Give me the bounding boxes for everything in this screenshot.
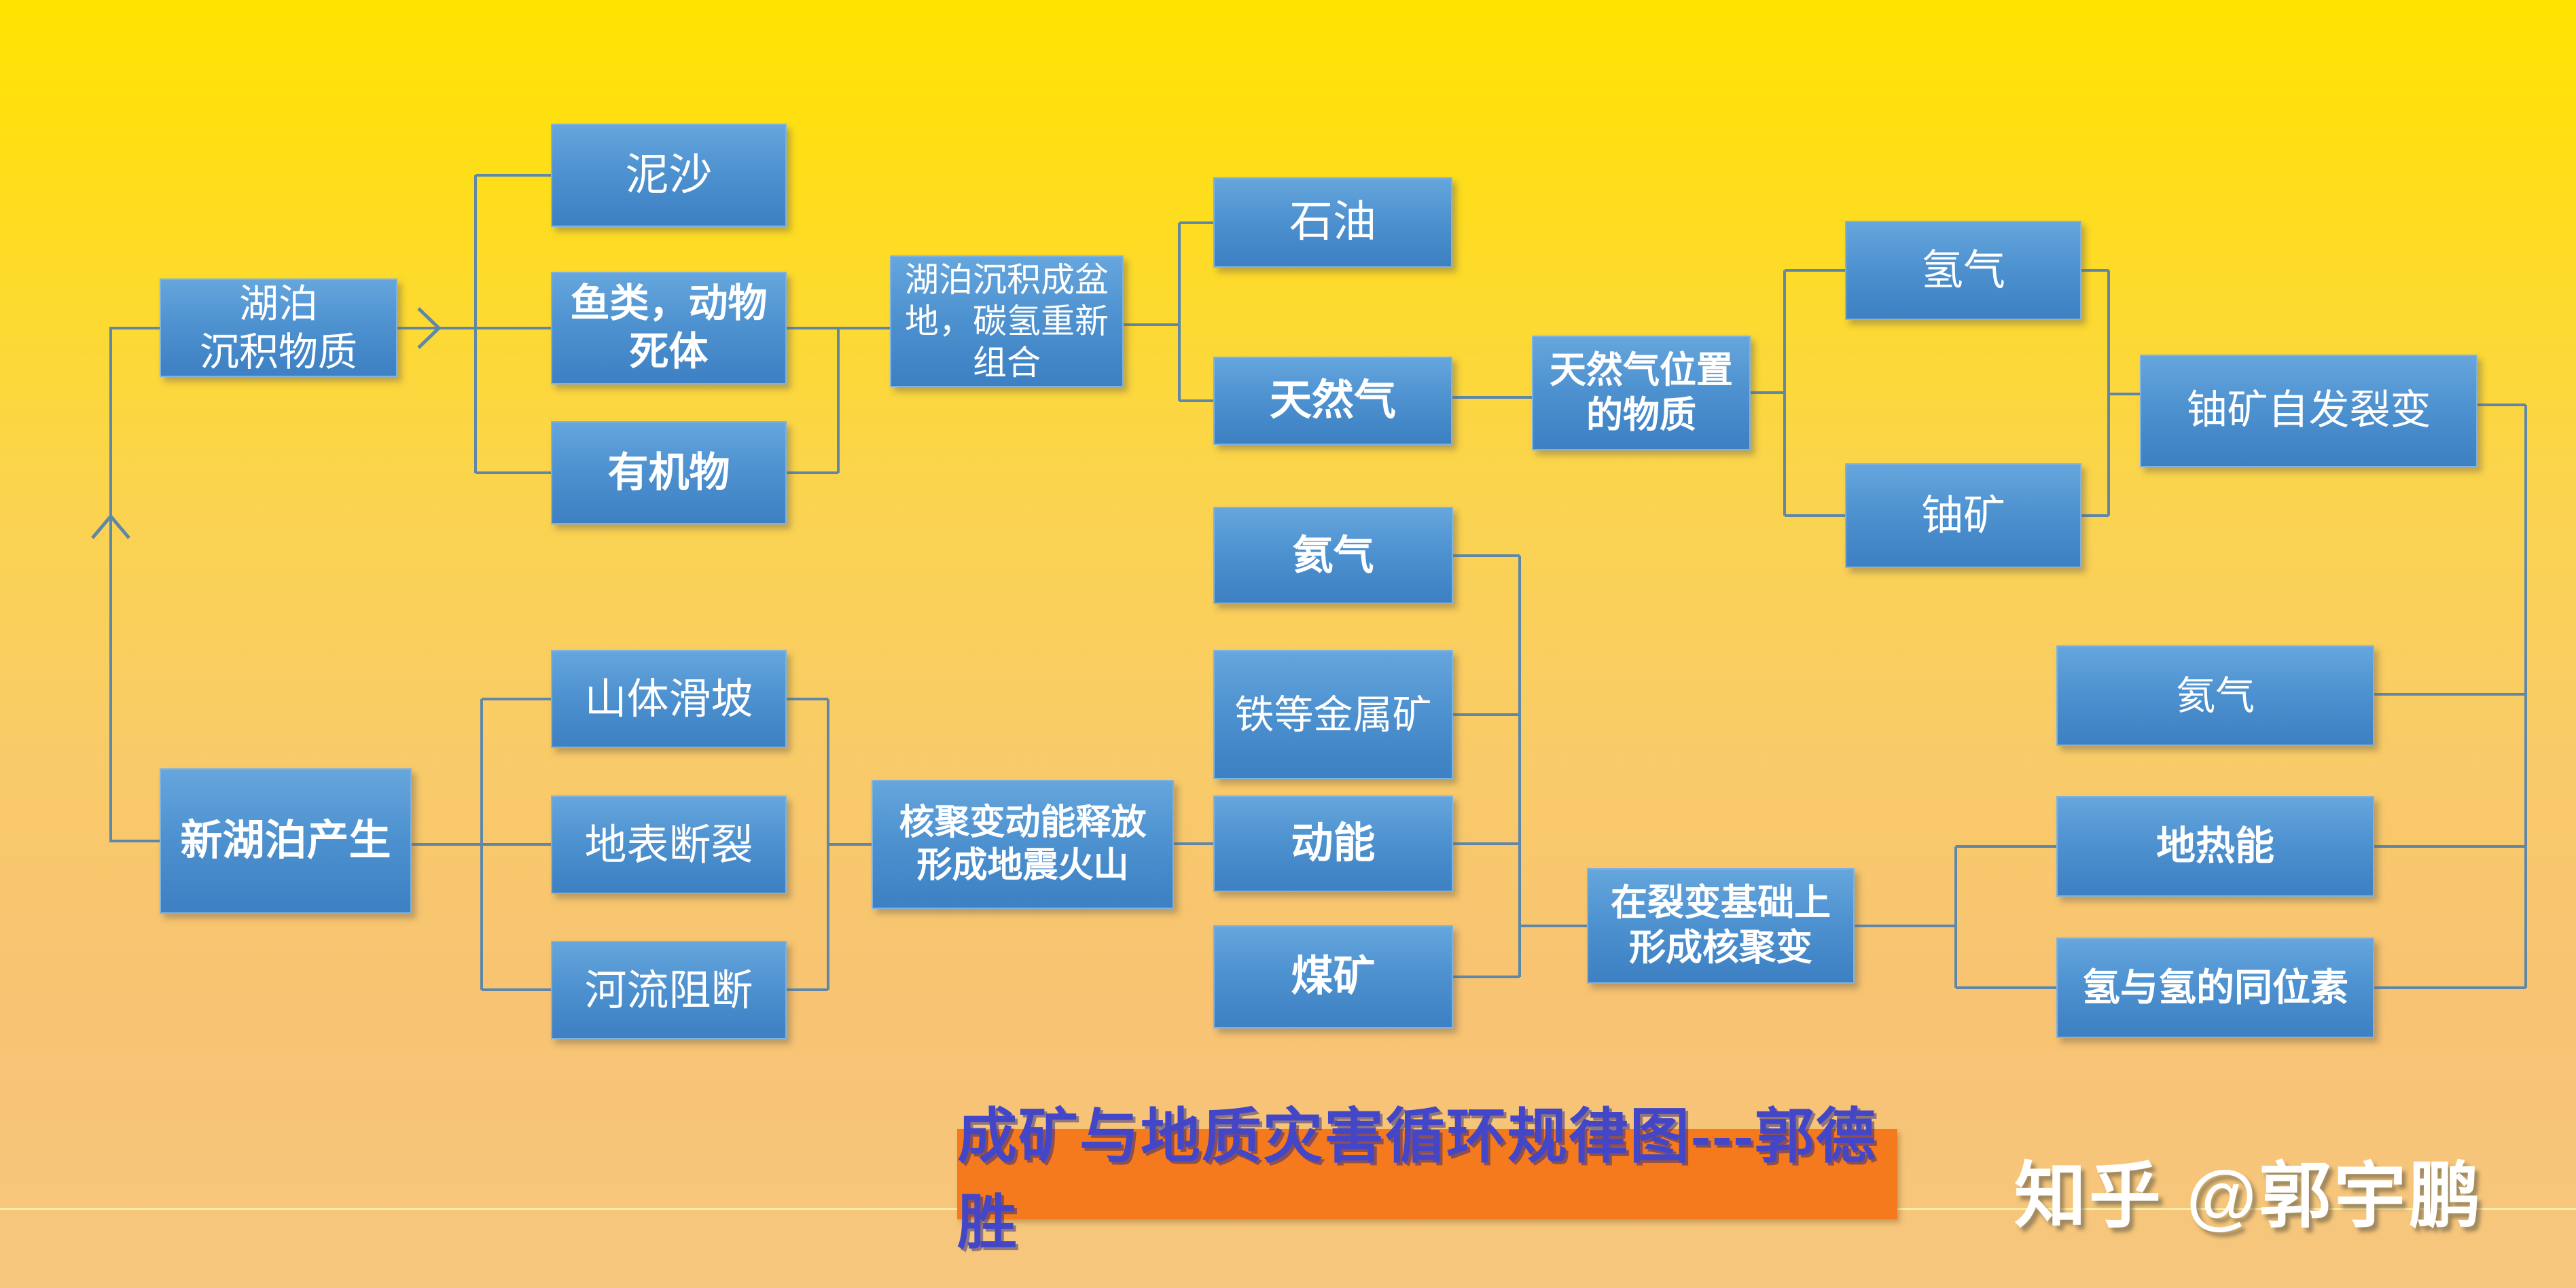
connector-basin-to-oil-gas <box>1124 221 1213 402</box>
connector-fusionbasis-to-right-group <box>1855 845 2056 989</box>
node-helium-right: 氦气 <box>2056 645 2374 746</box>
node-oil: 石油 <box>1213 177 1452 268</box>
node-new-lake: 新湖泊产生 <box>160 768 412 914</box>
connector-gaslocation-to-hydrogen-uranium <box>1751 269 1845 517</box>
connector-hydrogen-uranium-to-fission <box>2081 269 2140 517</box>
node-fish-dead: 鱼类，动物 死体 <box>551 272 787 384</box>
node-basin: 湖泊沉积成盆 地，碳氢重新 组合 <box>890 255 1124 387</box>
connector-newlake-to-lakesediment-loop <box>109 327 160 842</box>
node-kinetic: 动能 <box>1213 795 1453 892</box>
up-arrow-icon <box>91 514 130 539</box>
right-arrow-icon <box>417 307 442 349</box>
node-lake-sediment: 湖泊 沉积物质 <box>160 279 397 377</box>
zhihu-watermark: 知乎 @郭宇鹏 <box>2014 1156 2484 1236</box>
node-natural-gas: 天然气 <box>1213 357 1452 445</box>
node-iron-ore: 铁等金属矿 <box>1213 650 1453 779</box>
node-river-block: 河流阻断 <box>551 941 787 1039</box>
connector-products-group-to-fusionbasis <box>1452 554 1587 978</box>
connector-newlake-to-disaster-group <box>412 698 551 991</box>
diagram-title: 成矿与地质灾害循环规律图---郭德胜 <box>957 1102 1877 1256</box>
node-gas-location: 天然气位置 的物质 <box>1532 336 1751 450</box>
node-surface-rupture: 地表断裂 <box>551 795 787 894</box>
node-organic: 有机物 <box>551 421 787 524</box>
node-helium-left: 氦气 <box>1213 507 1453 604</box>
connector-disaster-group-to-fusionrelease <box>787 698 872 991</box>
title-bar: 成矿与地质灾害循环规律图---郭德胜 <box>957 1103 1897 1256</box>
node-uranium: 铀矿 <box>1845 463 2081 568</box>
node-silt: 泥沙 <box>551 124 787 227</box>
connector-sediment-group-to-basin <box>787 327 890 474</box>
node-hydrogen-top: 氢气 <box>1845 221 2081 320</box>
node-coal: 煤矿 <box>1213 925 1453 1028</box>
node-fusion-release: 核聚变动能释放 形成地震火山 <box>872 780 1174 909</box>
node-geothermal: 地热能 <box>2056 796 2374 897</box>
node-fission: 铀矿自发裂变 <box>2140 355 2477 467</box>
node-fusion-basis: 在裂变基础上 形成核聚变 <box>1587 868 1855 984</box>
node-landslide: 山体滑坡 <box>551 650 787 748</box>
connector-fission-to-right-group-rail <box>2374 404 2527 989</box>
node-isotopes: 氢与氢的同位素 <box>2056 937 2374 1038</box>
connector-lakesediment-to-sediment-group <box>397 174 551 474</box>
